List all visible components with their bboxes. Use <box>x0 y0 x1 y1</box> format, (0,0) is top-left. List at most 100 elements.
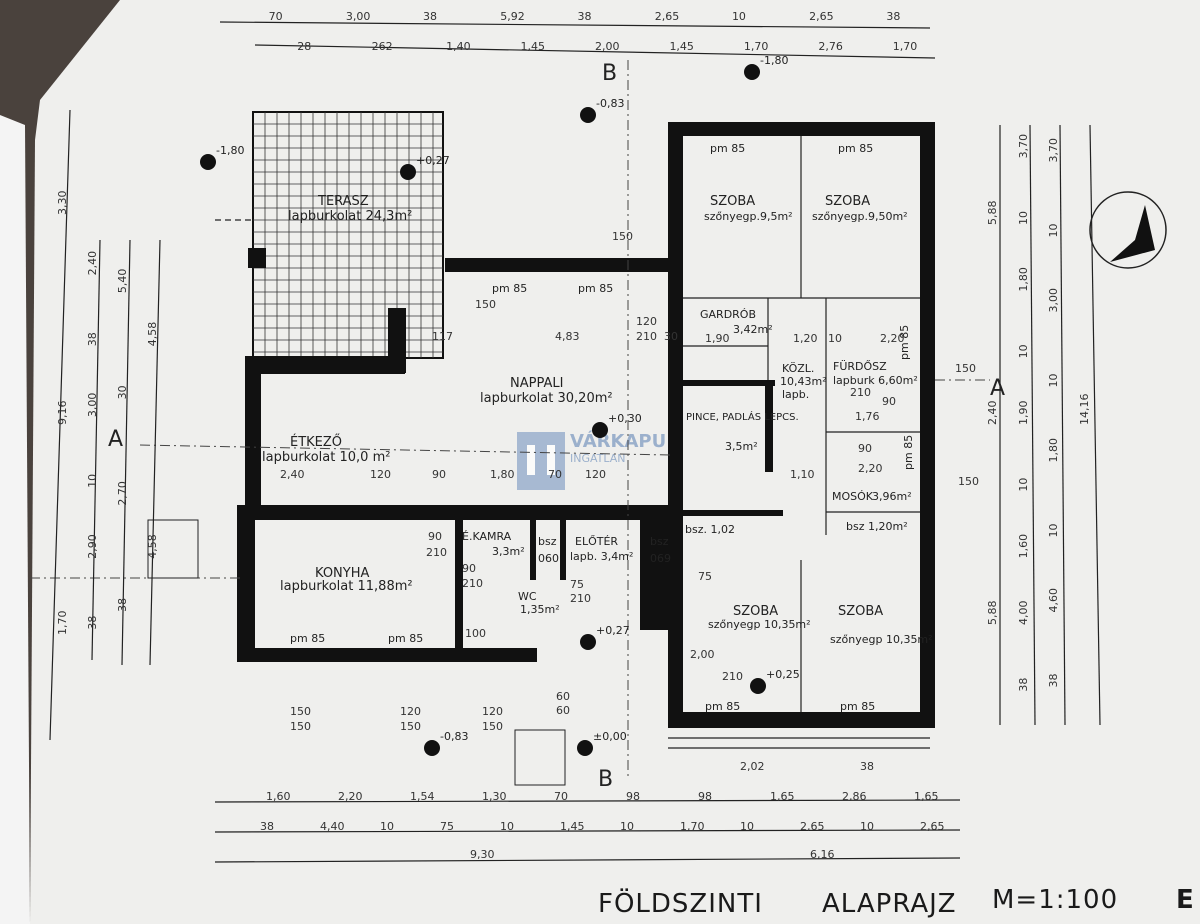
level-value: ±0,00 <box>593 730 627 743</box>
dimension-label: 38 <box>423 10 437 23</box>
room-name: ÉTKEZŐ <box>290 434 342 450</box>
dimension-label: 10 <box>1017 478 1030 492</box>
level-marker-icon <box>424 740 440 756</box>
dimension-label: 4,83 <box>555 330 580 343</box>
dimension-label: 98 <box>698 790 712 803</box>
window-label: pm 85 <box>838 142 873 155</box>
level-value: -0,83 <box>596 97 624 110</box>
dimension-label: 210 <box>722 670 743 683</box>
level-value: +0,27 <box>416 154 450 167</box>
dimension-label: 9,16 <box>56 401 69 426</box>
room-name: GARDRÓB <box>700 308 756 321</box>
bsz-label: bsz <box>650 535 669 548</box>
level-marker-icon <box>200 154 216 170</box>
dimension-label: 150 <box>290 720 311 733</box>
room-detail: 10,43m² <box>780 375 827 388</box>
dimension-label: 1,65 <box>914 790 939 803</box>
dimension-label: 2,20 <box>880 332 905 345</box>
room-detail: 3,5m² <box>725 440 758 453</box>
dimension-label: 90 <box>428 530 442 543</box>
level-marker-icon <box>744 64 760 80</box>
dimension-label: 210 <box>850 386 871 399</box>
dimension-label: 2,65 <box>920 820 945 833</box>
dimension-label: 2,00 <box>690 648 715 661</box>
room-detail: lapburk 6,60m² <box>833 374 918 387</box>
walls <box>237 122 935 728</box>
dimension-label: 4,00 <box>1017 601 1030 626</box>
dimension-label: 2,65 <box>809 10 834 23</box>
dimension-label: 9,30 <box>470 848 495 861</box>
dimension-label: 120 <box>370 468 391 481</box>
dimension-label: 2,70 <box>116 481 129 506</box>
dimension-label: 10 <box>1047 524 1060 538</box>
dimension-lines <box>49 21 1101 863</box>
dimension-label: 75 <box>698 570 712 583</box>
dimension-label: 4,40 <box>320 820 345 833</box>
dimension-label: 90 <box>858 442 872 455</box>
dimension-label: 10 <box>86 474 99 488</box>
level-value: +0,25 <box>766 668 800 681</box>
partitions <box>30 60 990 786</box>
dimension-label: 10 <box>1047 374 1060 388</box>
room-detail: lapburkolat 11,88m² <box>280 579 413 594</box>
dimension-label: 70 <box>554 790 568 803</box>
dimension-label: 1,80 <box>490 468 515 481</box>
dimension-label: 2,02 <box>740 760 765 773</box>
watermark-logo: VÁRKAPU INGATLAN <box>517 430 666 490</box>
dimension-label: 2,65 <box>655 10 680 23</box>
room-detail: 3,3m² <box>492 545 525 558</box>
dimension-label: 30 <box>116 385 129 399</box>
room-name: NAPPALI <box>510 376 563 391</box>
dimension-label: 1,45 <box>669 40 694 53</box>
dimension-label: 2,40 <box>86 251 99 276</box>
window-label: pm 85 <box>578 282 613 295</box>
dimension-label: 1,80 <box>1017 267 1030 292</box>
dimension-label: 3,70 <box>1047 138 1060 163</box>
kozl-finish: lapb. <box>782 388 809 401</box>
dimension-label: 10 <box>500 820 514 833</box>
room-name: MOSÓK <box>832 490 874 503</box>
dimension-label: 10 <box>828 332 842 345</box>
dimension-label: 5,40 <box>116 269 129 294</box>
dimension-label: 1,10 <box>790 468 815 481</box>
section-b-bottom: B <box>598 767 613 792</box>
dimension-label: 10 <box>860 820 874 833</box>
dimension-label: 262 <box>372 40 393 53</box>
dimension-label: 1,60 <box>266 790 291 803</box>
dimension-label: 1,54 <box>410 790 435 803</box>
level-marker-icon <box>580 634 596 650</box>
dimension-label: 6,16 <box>810 848 835 861</box>
dimension-label: 1,70 <box>744 40 769 53</box>
title-scale: M=1:100 <box>992 885 1118 915</box>
dimension-label: 117 <box>432 330 453 343</box>
dimension-label: 4,58 <box>146 534 159 559</box>
level-value: -0,83 <box>440 730 468 743</box>
level-value: -1,80 <box>216 144 244 157</box>
dimension-label: 1,70 <box>56 611 69 636</box>
dimension-label: 120 <box>636 315 657 328</box>
dimension-label: 38 <box>578 10 592 23</box>
dimension-label: 1,30 <box>482 790 507 803</box>
dimension-label: 90 <box>432 468 446 481</box>
room-name: SZOBA <box>733 604 778 619</box>
dimension-label: 1,90 <box>1017 401 1030 426</box>
dimension-label: 2,86 <box>842 790 867 803</box>
room-name: PINCE, PADLÁS LEPCS. <box>686 410 799 423</box>
section-a-right: A <box>990 376 1005 401</box>
level-marker-icon <box>592 422 608 438</box>
room-name: SZOBA <box>710 194 755 209</box>
room-name: É.KAMRA <box>462 530 512 543</box>
room-labels: TERASZ lapburkolat 24,3m² NAPPALI lapbur… <box>262 194 933 646</box>
room-detail: lapburkolat 24,3m² <box>288 209 412 224</box>
dimension-label: 100 <box>465 627 486 640</box>
dimension-label: 38 <box>1047 674 1060 688</box>
dimension-label: 38 <box>260 820 274 833</box>
section-b-top: B <box>602 61 617 86</box>
dimension-label: 10 <box>1047 224 1060 238</box>
dimension-label: 1,20 <box>793 332 818 345</box>
dimension-label: 2,00 <box>595 40 620 53</box>
dimension-label: 150 <box>290 705 311 718</box>
dimension-label: 210 <box>426 546 447 559</box>
